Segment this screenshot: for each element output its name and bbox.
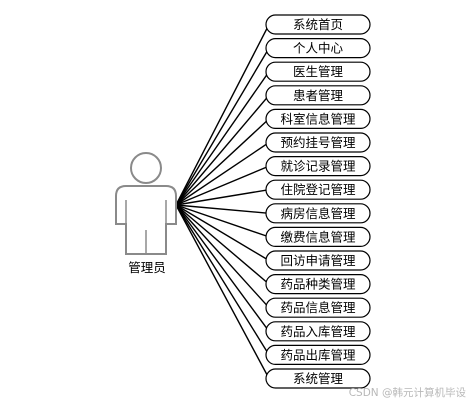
use-case-label: 病房信息管理: [280, 206, 356, 221]
use-case-label: 药品出库管理: [280, 347, 356, 362]
use-case-label: 回访申请管理: [280, 253, 356, 268]
use-case-oval: [265, 226, 371, 247]
connector-line: [175, 141, 270, 206]
use-case-label: 个人中心: [293, 41, 344, 56]
use-case: 预约挂号管理: [265, 132, 371, 153]
use-case-oval: [265, 61, 371, 82]
connector-line: [175, 94, 270, 206]
use-case: 患者管理: [265, 85, 371, 106]
connector-line: [175, 204, 270, 379]
use-case-label: 患者管理: [293, 88, 344, 103]
use-case-label: 系统首页: [293, 17, 343, 32]
use-case-label: 药品种类管理: [280, 277, 356, 292]
use-case: 个人中心: [265, 37, 371, 59]
use-case-label: 药品信息管理: [280, 300, 356, 315]
use-case-oval: [265, 156, 371, 177]
use-case-label: 缴费信息管理: [280, 229, 356, 244]
use-case-oval: [265, 250, 371, 271]
use-case-label: 医生管理: [293, 64, 344, 79]
connector-line: [175, 24, 270, 206]
connector-line: [175, 165, 270, 206]
use-case-label: 药品入库管理: [280, 324, 356, 339]
connector-line: [175, 204, 270, 285]
connector-line: [175, 189, 270, 206]
use-case: 病房信息管理: [265, 203, 371, 224]
connector-line: [175, 204, 270, 309]
use-case: 住院登记管理: [265, 179, 371, 200]
use-case-oval: [265, 37, 371, 59]
use-case: 药品出库管理: [265, 344, 371, 365]
connector-line: [175, 204, 270, 214]
use-case: 科室信息管理: [265, 108, 371, 130]
use-case-list: 系统首页个人中心医生管理患者管理科室信息管理预约挂号管理就诊记录管理住院登记管理…: [265, 14, 371, 389]
use-case-oval: [265, 344, 371, 365]
use-case: 药品信息管理: [265, 297, 371, 318]
use-case-oval: [265, 297, 371, 318]
use-case-oval: [265, 132, 371, 153]
connector-line: [175, 118, 270, 206]
actor-label: 管理员: [128, 260, 166, 275]
watermark-text: CSDN @韩元计算机毕设: [349, 386, 467, 399]
use-case-oval: [265, 203, 371, 224]
connector-line: [175, 47, 270, 206]
connector-line: [175, 71, 270, 206]
use-case-oval: [265, 321, 371, 342]
actor: 管理员: [115, 152, 177, 275]
use-case-label: 预约挂号管理: [280, 135, 356, 150]
connector-line: [175, 204, 270, 356]
connector-lines: [175, 24, 270, 379]
use-case-label: 系统管理: [293, 371, 344, 386]
use-case: 医生管理: [265, 61, 371, 82]
use-case-label: 科室信息管理: [280, 111, 356, 126]
use-case-label: 住院登记管理: [280, 182, 356, 197]
use-case-label: 就诊记录管理: [280, 159, 356, 174]
use-case: 缴费信息管理: [265, 226, 371, 247]
use-case-oval: [265, 179, 371, 200]
use-case-oval: [265, 14, 371, 35]
use-case-oval: [265, 108, 371, 130]
connector-line: [175, 204, 270, 332]
use-case: 药品种类管理: [265, 274, 371, 295]
use-case: 回访申请管理: [265, 250, 371, 271]
use-case-oval: [265, 274, 371, 295]
connector-line: [175, 204, 270, 262]
use-case: 系统管理: [265, 368, 371, 389]
use-case-oval: [265, 368, 371, 389]
use-case-oval: [265, 85, 371, 106]
connector-line: [175, 204, 270, 238]
use-case: 药品入库管理: [265, 321, 371, 342]
use-case: 就诊记录管理: [265, 156, 371, 177]
use-case: 系统首页: [265, 14, 371, 35]
actor-figure: [115, 152, 177, 255]
